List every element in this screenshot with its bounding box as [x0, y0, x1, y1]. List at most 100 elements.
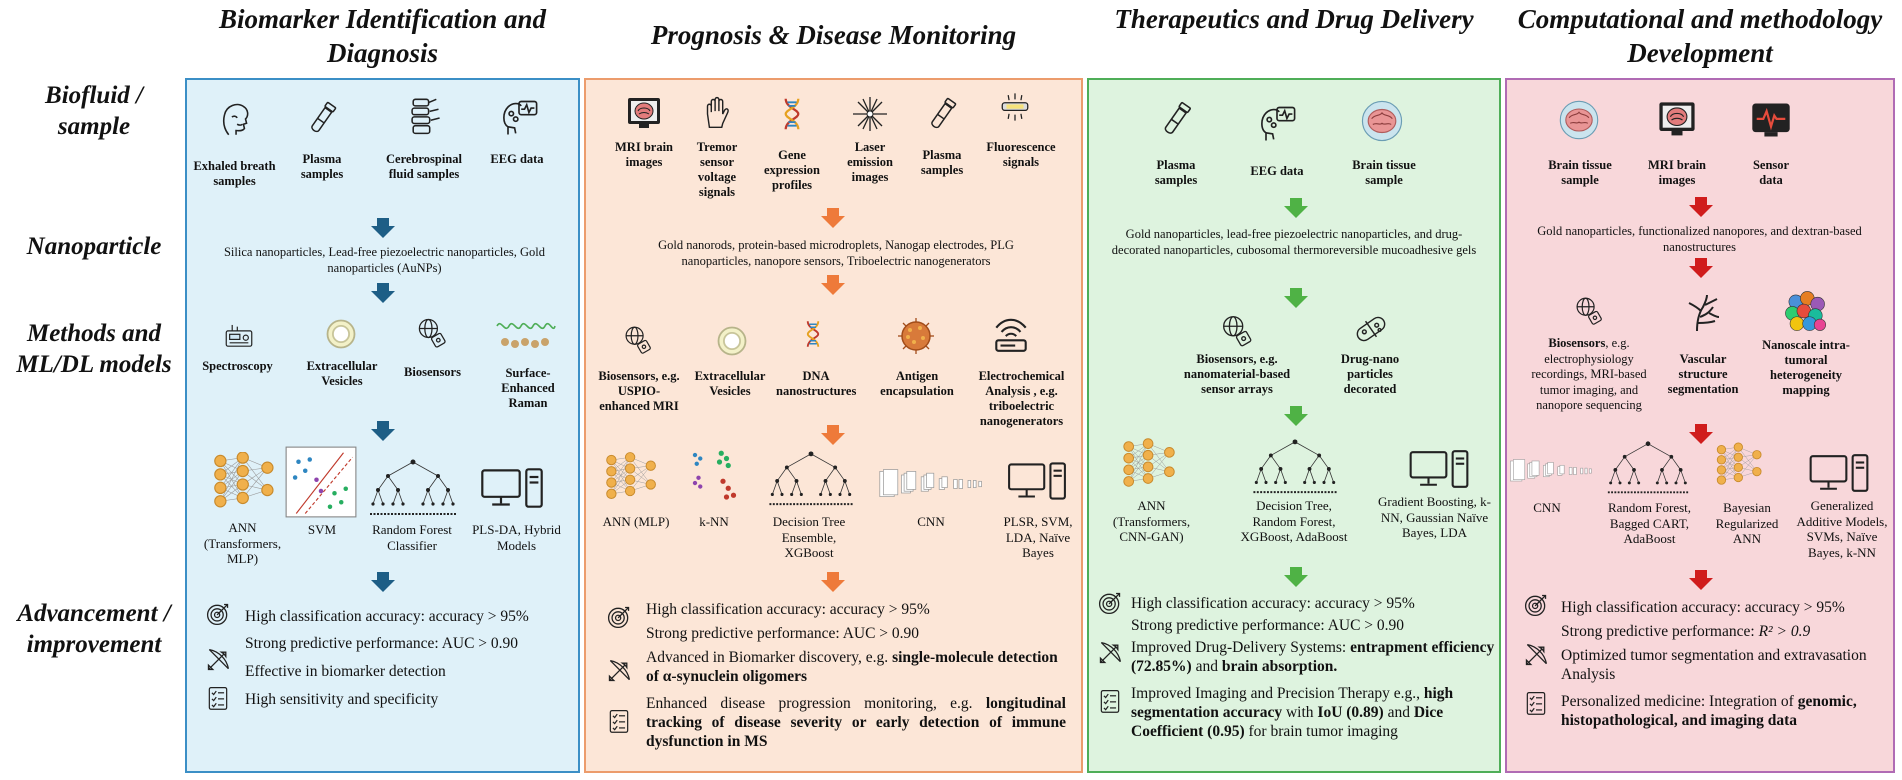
method-label: Biosensors, e.g. nanomaterial-based sens… [1183, 352, 1291, 396]
panel-therapeutics: Plasma samples EEG data Brain tissue sam… [1087, 78, 1501, 773]
target-icon [606, 604, 632, 630]
down-arrow-icon [371, 421, 395, 441]
down-arrow-icon [821, 425, 845, 445]
advancement-item: High classification accuracy: accuracy >… [245, 608, 529, 625]
svm-scatter-icon [285, 446, 357, 518]
down-arrow-icon [1689, 258, 1713, 278]
advancement-item: Effective in biomarker detection [245, 663, 446, 680]
nanoparticle-text: Gold nanoparticles, functionalized nanop… [1537, 224, 1862, 254]
dna-icon [798, 312, 828, 356]
advancement-item: High sensitivity and specificity [245, 691, 439, 708]
nanoparticle-text: Silica nanoparticles, Lead-free piezoele… [223, 245, 546, 275]
cnn-layers-icon [872, 466, 992, 502]
sample-label: Exhaled breath samples [193, 159, 276, 188]
method-label: Drug-nano particles decorated [1340, 352, 1400, 396]
mri-monitor-icon [1655, 98, 1699, 142]
advancement-item: Strong predictive performance: AUC > 0.9… [646, 625, 920, 642]
sample-label: Cerebrospinal fluid samples [386, 152, 462, 181]
vesicle-ring-icon [323, 316, 359, 352]
sample-label: Brain tissue sample [1352, 158, 1416, 187]
sample-label: Laser emission images [847, 140, 893, 184]
biosensor-globe-icon [414, 315, 450, 351]
column-title-biomarker: Biomarker Identification and Diagnosis [218, 4, 547, 68]
down-arrow-icon [1689, 197, 1713, 217]
model-label: Generalized Additive Models, SVMs, Naïve… [1796, 498, 1888, 560]
computer-icon [1807, 452, 1871, 494]
model-label: PLS-DA, Hybrid Models [472, 522, 561, 553]
model-label: Random Forest Classifier [372, 522, 452, 553]
drug-nanoparticle-icon [1351, 310, 1391, 348]
biosensor-globe-icon [621, 323, 655, 357]
advancement-item: Optimized tumor segmentation and extrava… [1561, 647, 1867, 683]
model-label: Random Forest, Bagged CART, AdaBoost [1607, 500, 1692, 546]
hand-icon [698, 94, 736, 134]
raman-wave-icon [494, 312, 556, 352]
method-label: Spectroscopy [202, 359, 273, 373]
advancement-item: Strong predictive performance: R² > 0.9 [1561, 623, 1811, 640]
model-label: CNN [917, 514, 945, 529]
column-title-prognosis: Prognosis & Disease Monitoring [650, 20, 1017, 50]
row-label-advancement: Advancement / improvement [17, 600, 171, 658]
antigen-sphere-icon [896, 316, 936, 356]
method-label: Biosensors [404, 365, 461, 379]
vesicle-ring-icon [714, 323, 750, 359]
test-tube-icon [922, 94, 962, 136]
method-label: Nanoscale intra-tumoral heterogeneity ma… [1762, 338, 1850, 397]
method-label: Vascular structure segmentation [1667, 352, 1739, 396]
model-label: k-NN [699, 514, 729, 529]
method-label: Extracellular Vesicles [694, 369, 766, 398]
neural-network-icon [1713, 442, 1767, 486]
advancement-item: High classification accuracy: accuracy >… [646, 601, 930, 618]
advancement-item: High classification accuracy: accuracy >… [1561, 599, 1845, 616]
down-arrow-icon [371, 218, 395, 238]
down-arrow-icon [371, 572, 395, 592]
cnn-layers-icon [1509, 456, 1595, 486]
down-arrow-icon [1689, 570, 1713, 590]
fluorescence-tube-icon [996, 90, 1034, 124]
down-arrow-icon [1284, 288, 1308, 308]
method-label: Surface-Enhanced Raman [501, 366, 555, 410]
column-title-computational: Computational and methodology Developmen… [1517, 4, 1883, 68]
advancement-item: Strong predictive performance: AUC > 0.9… [1131, 617, 1405, 634]
row-label-methods: Methods and ML/DL models [16, 320, 172, 378]
model-label: SVM [307, 522, 337, 537]
biosensor-globe-icon [1571, 294, 1607, 328]
bow-arrow-icon [205, 647, 231, 673]
checklist-icon [1523, 690, 1549, 716]
spectrometer-icon [222, 319, 256, 353]
wireless-sensor-icon [990, 312, 1032, 356]
advancement-item: High classification accuracy: accuracy >… [1131, 595, 1415, 612]
down-arrow-icon [371, 283, 395, 303]
column-title-therapeutics: Therapeutics and Drug Delivery [1114, 4, 1474, 34]
sample-label: EEG data [490, 152, 544, 166]
neural-network-icon [209, 452, 281, 508]
dna-icon [774, 92, 810, 136]
heart-monitor-icon [1749, 98, 1793, 142]
biosensor-globe-icon [1217, 312, 1257, 350]
method-label: Electrochemical Analysis , e.g. triboele… [978, 369, 1065, 428]
panel-prognosis: MRI brain images Tremor sensor voltage s… [584, 78, 1083, 773]
decision-tree-icon [1249, 438, 1341, 496]
advancement-item: Strong predictive performance: AUC > 0.9… [245, 635, 519, 652]
eeg-head-icon [1255, 102, 1299, 146]
row-label-biofluid: Biofluid / sample [45, 82, 143, 140]
sample-label: Tremor sensor voltage signals [696, 140, 738, 199]
sample-label: MRI brain images [615, 140, 673, 169]
mri-monitor-icon [624, 94, 664, 134]
checklist-icon [1097, 688, 1123, 714]
face-profile-icon [214, 96, 256, 142]
down-arrow-icon [1284, 198, 1308, 218]
spine-icon [400, 94, 444, 142]
advancement-item: Enhanced disease progression monitoring,… [646, 695, 1066, 750]
checklist-icon [606, 708, 632, 734]
advancement-item: Improved Imaging and Precision Therapy e… [1131, 685, 1454, 740]
sample-label: MRI brain images [1648, 158, 1706, 187]
model-label: ANN (Transformers, CNN-GAN) [1112, 498, 1191, 544]
sample-label: Gene expression profiles [763, 148, 821, 192]
model-label: PLSR, SVM, LDA, Naïve Bayes [1003, 514, 1073, 560]
vascular-tree-icon [1683, 292, 1723, 334]
nanoparticle-text: Gold nanorods, protein-based microdrople… [658, 238, 1014, 268]
nanoparticle-text: Gold nanoparticles, lead-free piezoelect… [1111, 227, 1477, 257]
model-label: ANN (Transformers, MLP) [203, 520, 282, 566]
panel-biomarker: Exhaled breath samples Plasma samples Ce… [185, 78, 580, 773]
